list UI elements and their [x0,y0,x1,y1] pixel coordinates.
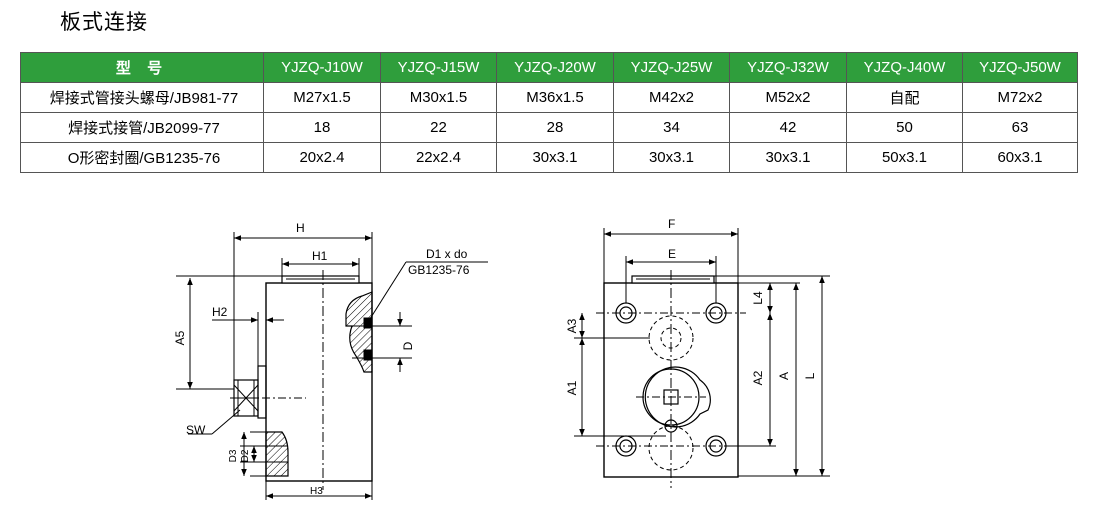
header-cell: YJZQ-J50W [962,52,1078,83]
dim-F: F [668,217,675,231]
dim-SW: SW [186,423,206,437]
front-view-drawing [574,228,830,488]
row-label: 焊接式管接头螺母/JB981-77 [20,82,264,113]
seal-label-line1: D1 x do [426,247,468,261]
table-cell: 30x3.1 [496,142,614,173]
spec-table: 型 号 YJZQ-J10W YJZQ-J15W YJZQ-J20W YJZQ-J… [20,52,1078,173]
dim-L: L [803,372,817,379]
row-label: O形密封圈/GB1235-76 [20,142,264,173]
header-cell: YJZQ-J20W [496,52,614,83]
table-cell: M52x2 [729,82,847,113]
table-cell: 30x3.1 [613,142,730,173]
dim-H1: H1 [312,249,328,263]
table-cell: M72x2 [962,82,1078,113]
dim-H: H [296,221,305,235]
dim-A5: A5 [173,330,187,345]
dim-D2: D2 [240,449,251,462]
page-title: 板式连接 [60,10,148,34]
table-cell: 63 [962,112,1078,143]
dim-D: D [401,341,415,350]
table-cell: 22 [380,112,497,143]
table-cell: 18 [263,112,381,143]
header-cell: YJZQ-J10W [263,52,381,83]
side-view-drawing [176,232,488,500]
dim-E: E [668,247,676,261]
dim-A2: A2 [751,370,765,385]
header-model: 型 号 [20,52,264,83]
dim-H3: H3 [310,486,323,497]
table-header-row: 型 号 YJZQ-J10W YJZQ-J15W YJZQ-J20W YJZQ-J… [20,52,1078,83]
dim-A: A [777,372,791,380]
table-cell: 50x3.1 [846,142,963,173]
dim-A3: A3 [565,318,579,333]
table-cell: M27x1.5 [263,82,381,113]
table-cell: M42x2 [613,82,730,113]
seal-label-line2: GB1235-76 [408,263,470,277]
table-cell: M36x1.5 [496,82,614,113]
header-cell: YJZQ-J32W [729,52,847,83]
header-cell: YJZQ-J15W [380,52,497,83]
table-cell: 30x3.1 [729,142,847,173]
header-cell: YJZQ-J40W [846,52,963,83]
table-row: O形密封圈/GB1235-76 20x2.4 22x2.4 30x3.1 30x… [20,142,1078,173]
dim-D3: D3 [228,449,239,462]
table-row: 焊接式接管/JB2099-77 18 22 28 34 42 50 63 [20,112,1078,143]
table-cell: 22x2.4 [380,142,497,173]
header-cell: YJZQ-J25W [613,52,730,83]
table-cell: 60x3.1 [962,142,1078,173]
dim-H2: H2 [212,305,228,319]
table-row: 焊接式管接头螺母/JB981-77 M27x1.5 M30x1.5 M36x1.… [20,82,1078,113]
dim-L4: L4 [751,291,765,305]
dim-A1: A1 [565,380,579,395]
row-label: 焊接式接管/JB2099-77 [20,112,264,143]
